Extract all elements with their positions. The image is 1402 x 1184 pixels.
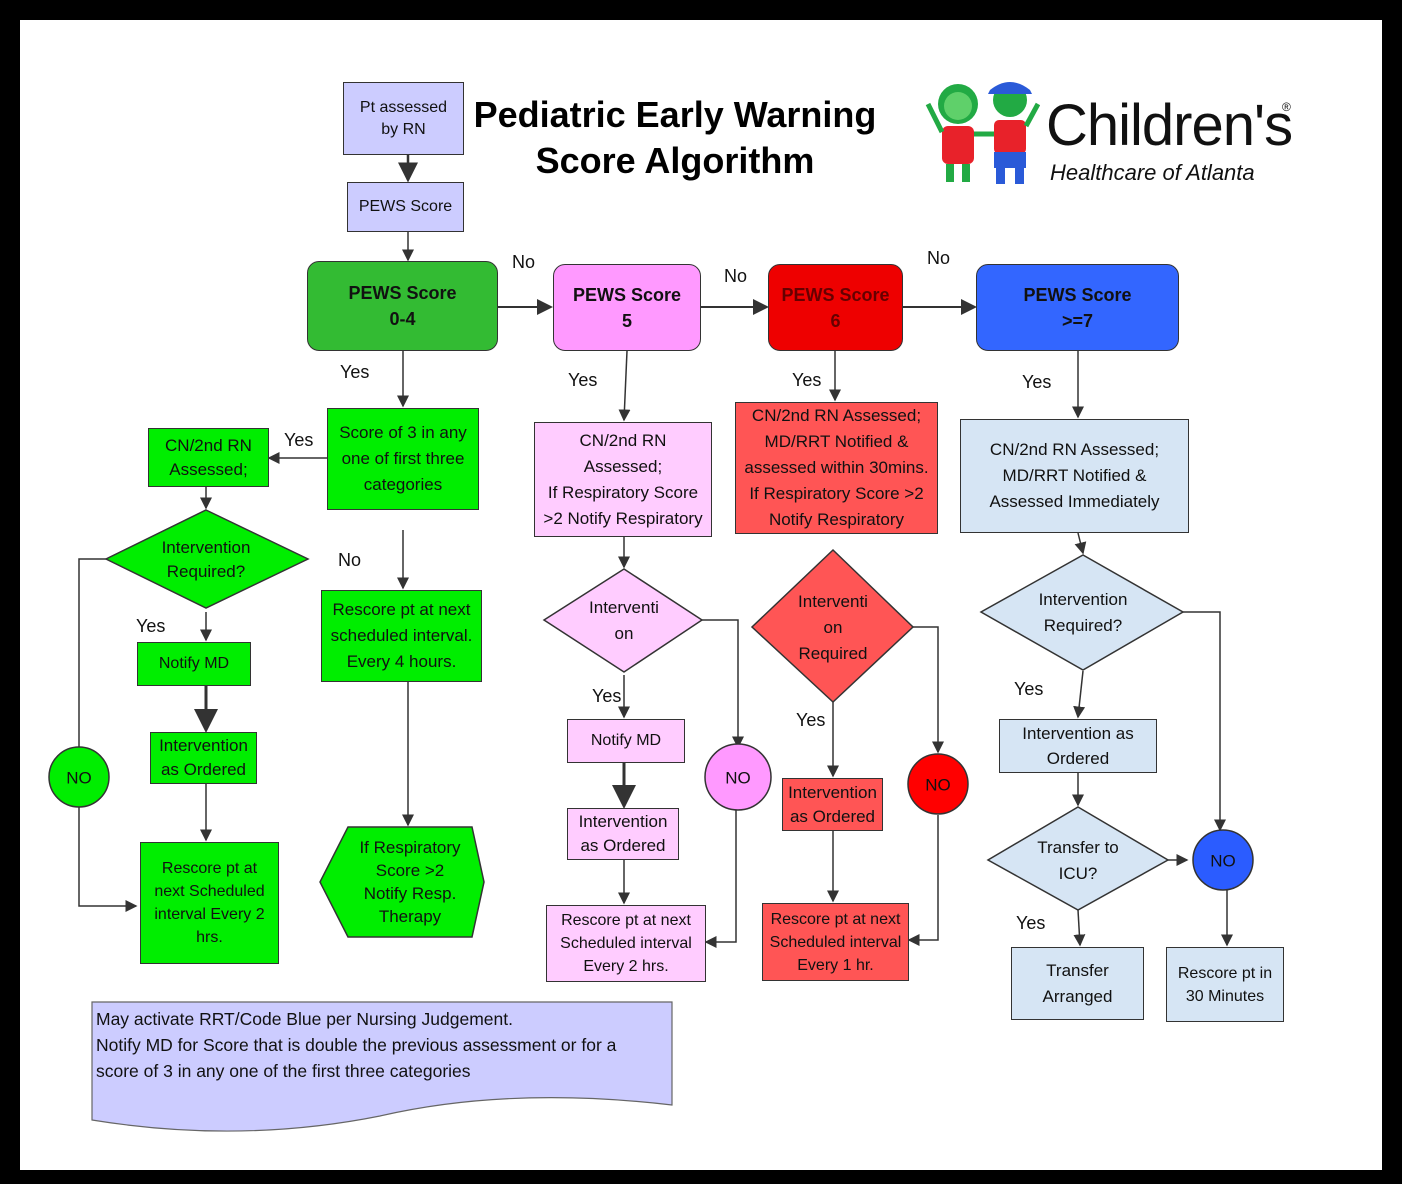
col7-intervention-ordered-box: Intervention as Ordered [999, 719, 1157, 773]
label-yes-col7-intervention: Yes [1014, 679, 1044, 699]
col7-cn-box: CN/2nd RN Assessed; MD/RRT Notified & As… [960, 419, 1189, 533]
col5-intervention-diamond [542, 568, 704, 673]
logo-registered-mark: ® [1282, 100, 1291, 114]
label-no-2: No [724, 266, 748, 286]
col6-rescore-box: Rescore pt at next Scheduled interval Ev… [762, 903, 909, 981]
col04-notify-md-box: Notify MD [137, 642, 251, 686]
logo: Children's ® Healthcare of Atlanta [920, 64, 1300, 194]
label-yes-col6-intervention: Yes [796, 710, 826, 730]
col6-intervention-diamond [750, 548, 915, 704]
col5-cn-box: CN/2nd RN Assessed; If Respiratory Score… [534, 422, 712, 537]
note-text: May activate RRT/Code Blue per Nursing J… [96, 1009, 617, 1081]
label-yes-col7: Yes [1022, 372, 1052, 392]
col7-no-text: NO [1210, 851, 1236, 870]
col5-no-text: NO [725, 768, 751, 787]
col04-intervention-ordered-box: Intervention as Ordered [150, 732, 257, 784]
col6-no-circle [907, 753, 969, 815]
logo-kids-icon [925, 82, 1040, 184]
label-yes-col7-transfer: Yes [1016, 913, 1046, 933]
col04-intervention-diamond [104, 509, 310, 609]
col04-no-circle [48, 746, 110, 808]
header-pews-7: PEWS Score >=7 [976, 264, 1179, 351]
header-pews-6: PEWS Score 6 [768, 264, 903, 351]
label-yes-score3: Yes [284, 430, 314, 450]
col6-cn-box: CN/2nd RN Assessed; MD/RRT Notified & as… [735, 402, 938, 534]
label-no-1: No [512, 252, 536, 272]
col6-intervention-ordered-box: Intervention as Ordered [782, 778, 883, 831]
col04-cn-box: CN/2nd RN Assessed; [148, 428, 269, 487]
label-no-3: No [927, 248, 951, 268]
col7-transfer-arranged-box: Transfer Arranged [1011, 947, 1144, 1020]
logo-subtitle: Healthcare of Atlanta [1050, 160, 1255, 185]
logo-brand: Children's [1046, 93, 1293, 158]
label-yes-col6: Yes [792, 370, 822, 390]
col7-no-circle [1192, 829, 1254, 891]
note-box [91, 1001, 673, 1132]
pt-assessed-box: Pt assessed by RN [343, 82, 464, 155]
label-no-score3: No [338, 550, 362, 570]
col04-score3-box: Score of 3 in any one of first three cat… [327, 408, 479, 510]
col7-rescore-30min-box: Rescore pt in 30 Minutes [1166, 947, 1284, 1022]
col5-rescore-box: Rescore pt at next Scheduled interval Ev… [546, 905, 706, 982]
page-title: Pediatric Early Warning Score Algorithm [473, 94, 877, 181]
col04-rescore-2hrs-box: Rescore pt at next Scheduled interval Ev… [140, 842, 279, 964]
col5-no-circle [704, 743, 772, 811]
col04-rescore-4hrs-box: Rescore pt at next scheduled interval. E… [321, 590, 482, 682]
label-yes-col5: Yes [568, 370, 598, 390]
col7-transfer-diamond [986, 806, 1170, 911]
pews-score-box: PEWS Score [347, 182, 464, 232]
col5-notify-md-box: Notify MD [567, 719, 685, 763]
col7-intervention-diamond [979, 554, 1185, 671]
header-pews-5: PEWS Score 5 [553, 264, 701, 351]
col04-resp-hexagon [319, 826, 485, 938]
label-yes-col04: Yes [340, 362, 370, 382]
header-pews-0-4: PEWS Score 0-4 [307, 261, 498, 351]
col04-no-text: NO [66, 768, 92, 787]
label-yes-col5-intervention: Yes [592, 686, 622, 706]
col5-intervention-ordered-box: Intervention as Ordered [567, 808, 679, 860]
label-yes-col04-intervention: Yes [136, 616, 166, 636]
col6-no-text: NO [925, 775, 951, 794]
